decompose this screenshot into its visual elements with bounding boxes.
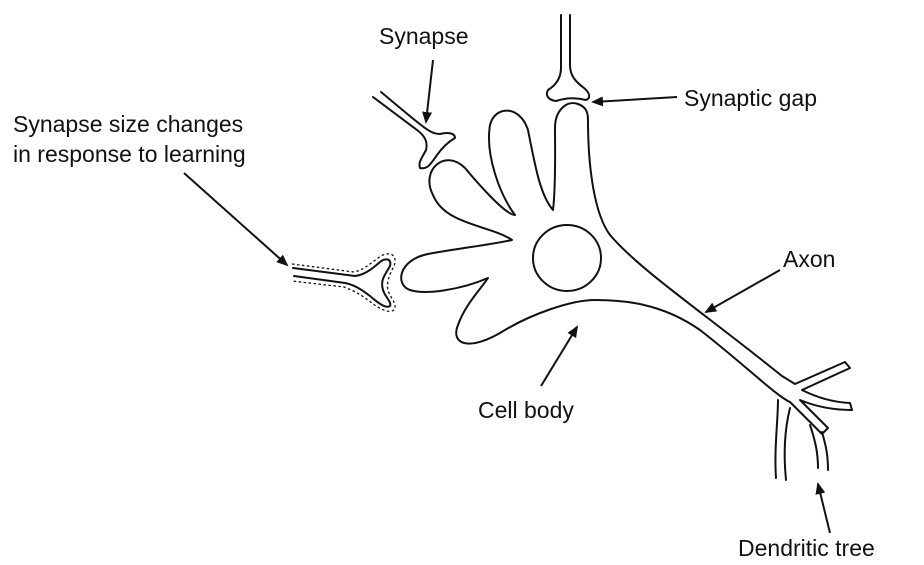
synapse-size-arrow	[184, 173, 287, 265]
dendrite-branch-lower	[775, 400, 778, 478]
cell-body-arrow	[541, 327, 577, 386]
dendrite-branch-right	[810, 425, 818, 468]
axon-label: Axon	[783, 246, 835, 272]
synaptic-terminal-top	[547, 15, 589, 101]
dendritic-tree-arrow	[818, 484, 830, 533]
dendrite-branch-lower-inner	[785, 408, 790, 480]
synapse-arrow	[426, 60, 433, 122]
cell-nucleus	[533, 225, 601, 291]
synapse-label: Synapse	[379, 23, 469, 49]
dendrite-branch-right-inner	[822, 432, 828, 470]
axon-arrow	[706, 270, 780, 312]
synapse-size-label-line2: in response to learning	[13, 141, 246, 167]
cell-body-label: Cell body	[478, 397, 574, 423]
synapse-terminal-left	[373, 92, 455, 168]
synaptic-gap-arrow	[593, 97, 677, 102]
dendritic-tree-label: Dendritic tree	[738, 535, 875, 561]
synapse-size-label-line1: Synapse size changes	[13, 111, 243, 137]
synaptic-gap-label: Synaptic gap	[684, 85, 817, 111]
